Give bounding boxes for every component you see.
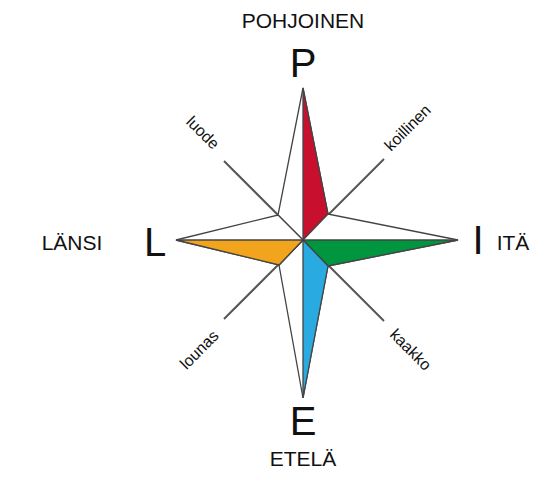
intercardinal-name: luode — [183, 113, 222, 152]
intercardinal-name: koillinen — [382, 102, 434, 154]
intercardinal-name: lounas — [178, 328, 223, 373]
direction-letter: E — [290, 401, 317, 441]
direction-letter: P — [290, 43, 317, 83]
intercardinal-name: kaakko — [386, 326, 433, 373]
direction-letter: L — [144, 222, 166, 262]
direction-letter: I — [472, 220, 483, 260]
south-arm — [279, 240, 328, 398]
direction-name: ITÄ — [497, 232, 530, 253]
north-arm — [278, 88, 328, 240]
east-arm — [303, 214, 458, 266]
west-fill — [176, 240, 303, 265]
direction-name: ETELÄ — [270, 448, 337, 469]
south-fill — [303, 240, 328, 398]
west-arm — [176, 215, 303, 265]
direction-name: LÄNSI — [42, 232, 103, 253]
star — [176, 88, 458, 398]
east-fill — [303, 240, 458, 266]
direction-name: POHJOINEN — [242, 10, 365, 31]
